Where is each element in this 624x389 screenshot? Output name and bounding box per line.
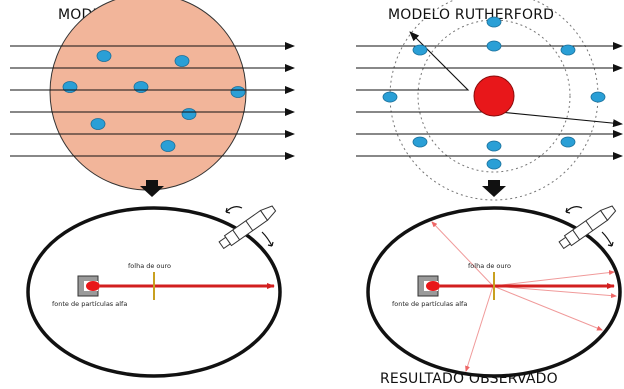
electron (90, 118, 106, 130)
electron (174, 55, 190, 67)
thomson-sphere (49, 0, 247, 191)
deflected-ray (356, 31, 470, 91)
gold-foil (493, 272, 495, 300)
electron (181, 108, 197, 120)
electron (486, 40, 502, 52)
scattered-ray (465, 285, 494, 372)
rutherford-electrons (382, 16, 606, 170)
electron (382, 91, 398, 103)
scattered-ray (492, 285, 617, 299)
electron (230, 86, 246, 98)
scattered-ray (492, 270, 615, 287)
title-rutherford: MODELO RUTHERFORD (388, 7, 555, 23)
electron (96, 50, 112, 62)
electron (486, 140, 502, 152)
rotation-arrows-icon (225, 206, 274, 247)
microscope-icon (218, 205, 277, 250)
scattered-rays (431, 221, 617, 372)
scattered-ray (431, 221, 494, 287)
down-arrow-icon (482, 180, 506, 197)
scattered-ray (492, 285, 603, 331)
electron (560, 136, 576, 148)
rotation-arrows-icon (565, 206, 614, 247)
alpha-source-label: fonte de partículas alfa (52, 300, 127, 308)
down-arrow-icon (140, 180, 164, 197)
alpha-source-label: fonte de partículas alfa (392, 300, 467, 308)
gold-foil-label: folha de ouro (468, 262, 511, 270)
electron (133, 81, 149, 93)
gold-foil-label: folha de ouro (128, 262, 171, 270)
electron (560, 44, 576, 56)
electron (62, 81, 78, 93)
electron (486, 158, 502, 170)
electron (412, 44, 428, 56)
rutherford-model (356, 0, 623, 201)
alpha-source (77, 275, 100, 297)
expected-experiment: folha de ouro fonte de partículas alfa (26, 205, 282, 378)
electron (160, 140, 176, 152)
microscope-icon (558, 205, 617, 250)
gold-foil (153, 272, 155, 300)
electron (486, 16, 502, 28)
nucleus (473, 75, 515, 117)
observed-experiment: folha de ouro fonte de partículas alfa (366, 205, 622, 378)
thomson-model (10, 0, 295, 191)
orbit-inner (417, 19, 571, 173)
electron (590, 91, 606, 103)
alpha-source (417, 275, 440, 297)
electron (412, 136, 428, 148)
thomson-alpha-rays (10, 42, 295, 160)
